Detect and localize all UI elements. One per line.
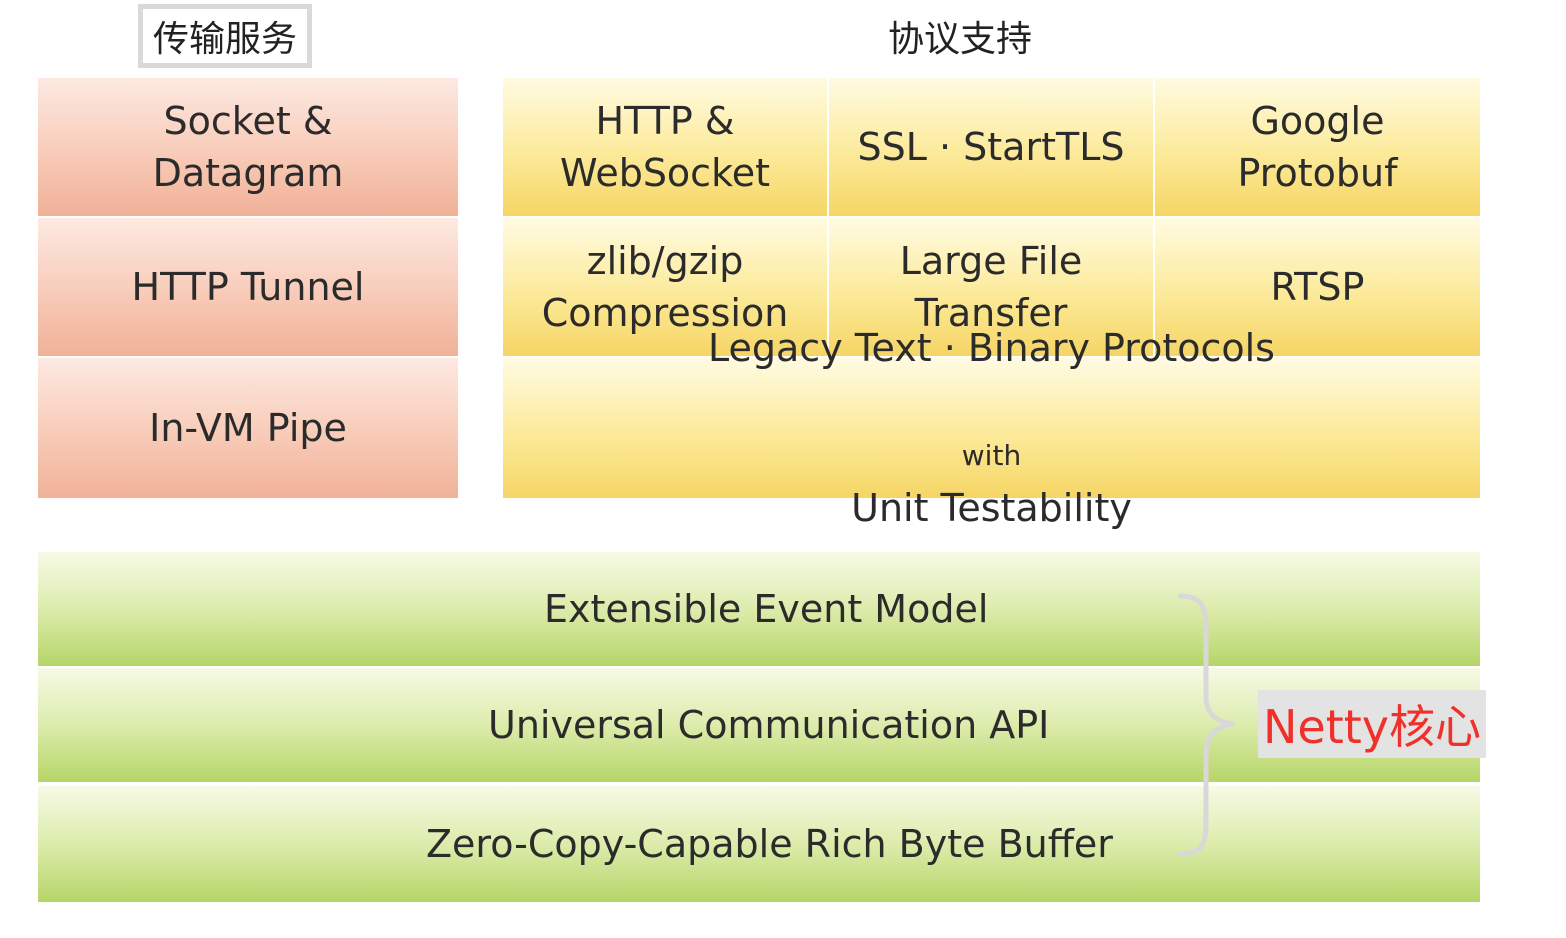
- protocol-google-protobuf: Google Protobuf: [1155, 78, 1480, 216]
- legacy-line-2: with Unit Testability: [851, 374, 1132, 534]
- protocol-zlib-gzip: zlib/gzip Compression: [503, 218, 827, 356]
- core-universal-communication-api: Universal Communication API: [38, 668, 1480, 782]
- transport-socket-datagram: Socket & Datagram: [38, 78, 458, 216]
- transport-http-tunnel: HTTP Tunnel: [38, 218, 458, 356]
- protocol-http-websocket: HTTP & WebSocket: [503, 78, 827, 216]
- transport-services-title: 传输服务: [138, 4, 312, 68]
- core-brace-icon: [1177, 593, 1235, 857]
- core-extensible-event-model: Extensible Event Model: [38, 552, 1480, 666]
- legacy-line-1: Legacy Text · Binary Protocols: [708, 326, 1275, 370]
- protocol-rtsp: RTSP: [1155, 218, 1480, 356]
- transport-in-vm-pipe: In-VM Pipe: [38, 358, 458, 498]
- core-zero-copy-byte-buffer: Zero-Copy-Capable Rich Byte Buffer: [38, 786, 1480, 902]
- legacy-unit-testability: Unit Testability: [851, 486, 1132, 530]
- protocol-ssl-starttls: SSL · StartTLS: [829, 78, 1153, 216]
- protocol-large-file-transfer: Large File Transfer: [829, 218, 1153, 356]
- protocol-support-title: 协议支持: [887, 19, 1032, 60]
- netty-core-label: Netty核心: [1258, 690, 1486, 758]
- legacy-with: with: [961, 439, 1022, 472]
- protocol-legacy-text-binary: Legacy Text · Binary Protocols with Unit…: [503, 326, 1480, 530]
